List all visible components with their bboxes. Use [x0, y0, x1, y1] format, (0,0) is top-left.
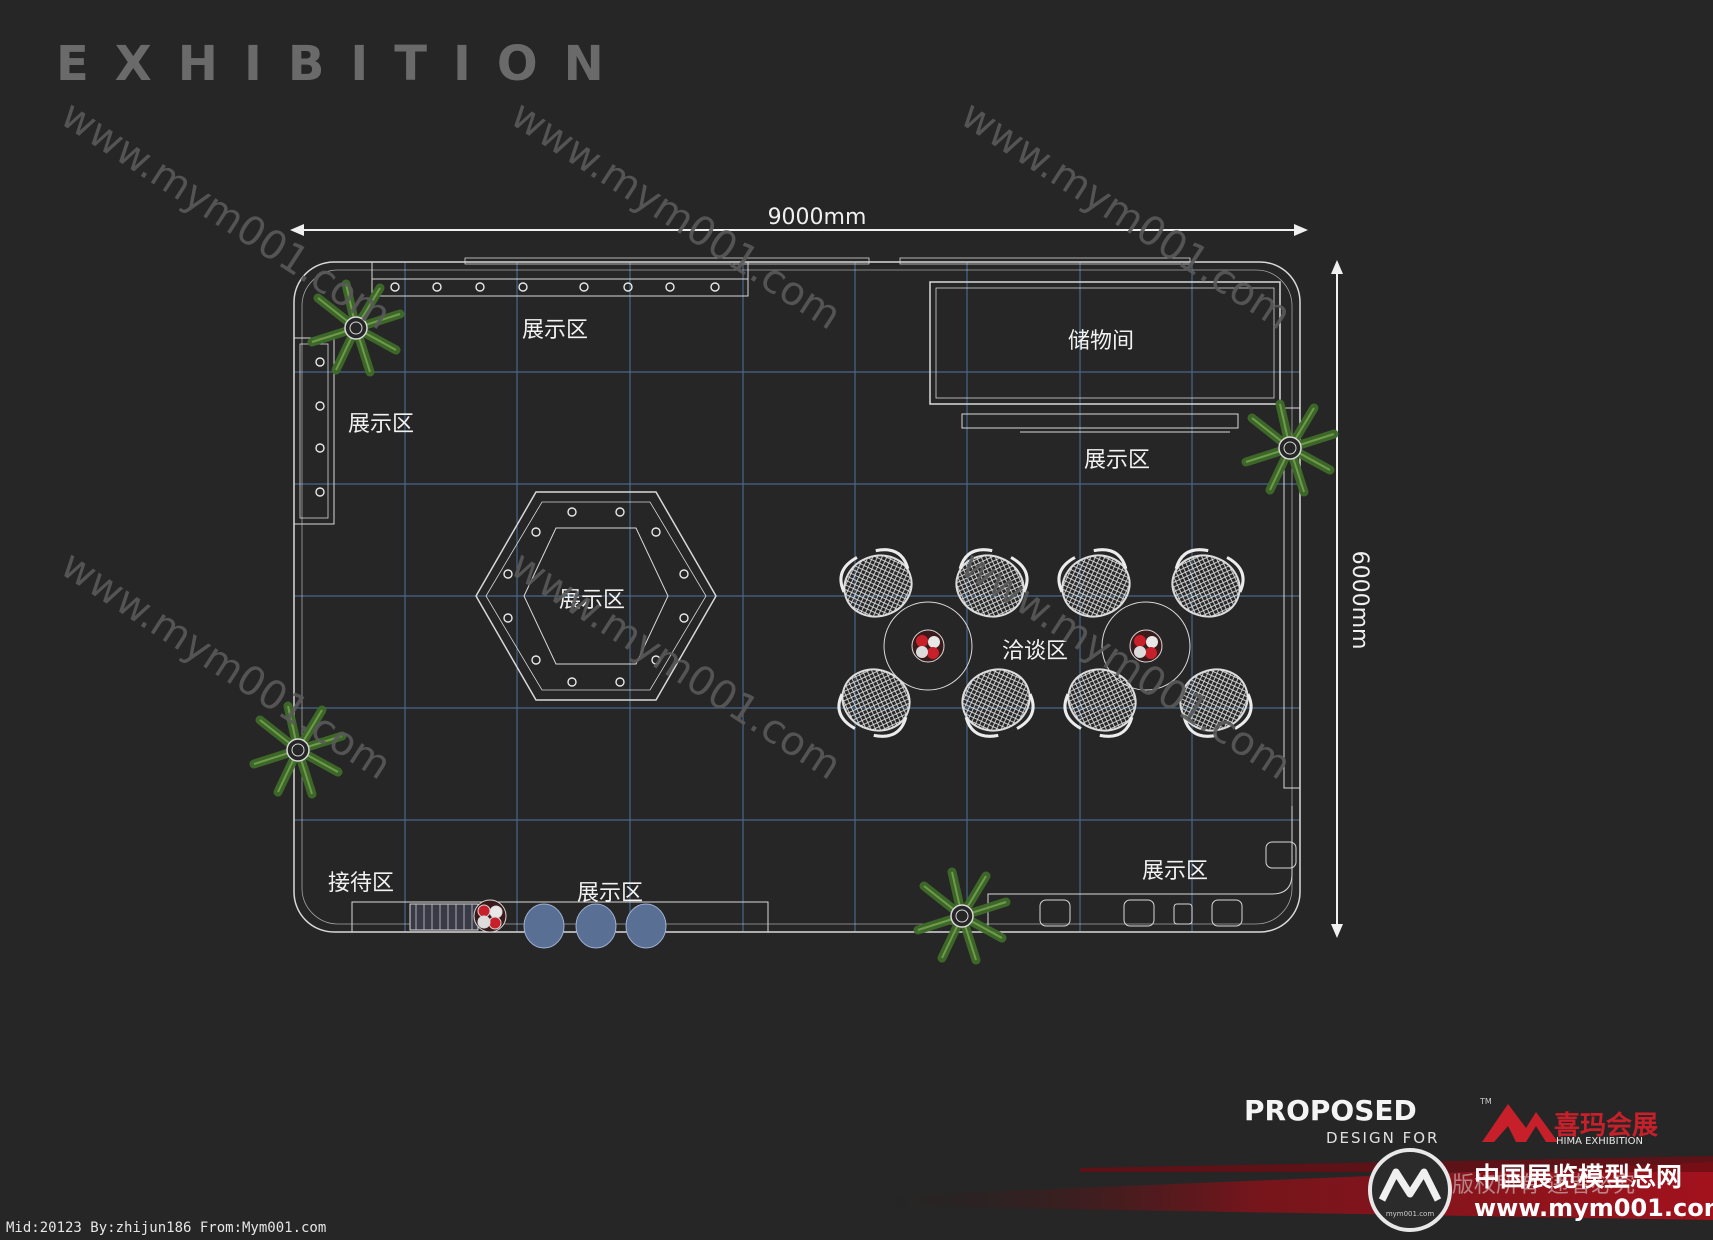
width-dimension: 9000mm: [290, 205, 1308, 236]
zone-label-display-hex: 展示区: [559, 588, 625, 613]
logo-small-text: mym001.com: [1386, 1210, 1434, 1218]
meeting-table-left: [883, 601, 973, 691]
right-display-shelf: [1283, 407, 1301, 789]
booth-boundary: [293, 261, 1301, 933]
chair: [832, 540, 922, 628]
watermark-text: www.mym001.com: [503, 542, 850, 789]
tm-mark: TM: [1479, 1097, 1492, 1106]
watermark-text: www.mym001.com: [53, 542, 400, 789]
site-url: www.mym001.com: [1474, 1194, 1713, 1222]
height-dimension: 6000mm: [1331, 260, 1372, 938]
bottom-right-counter: [987, 806, 1297, 932]
brand-cn: 喜玛会展: [1554, 1111, 1658, 1141]
zone-label-reception: 接待区: [328, 871, 394, 896]
zone-label-display-top: 展示区: [522, 318, 588, 343]
footer-meta: Mid:20123 By:zhijun186 From:Mym001.com: [6, 1220, 326, 1236]
plant-icon: [918, 872, 1006, 960]
hima-logo: TM 喜玛会展 HIMA EXHIBITION: [1479, 1097, 1658, 1147]
meeting-table-right: [1101, 601, 1191, 691]
left-display-shelf: [293, 337, 335, 525]
partial-copyright-text: 版权所有 违者必究: [1452, 1173, 1635, 1198]
height-label: 6000mm: [1347, 551, 1372, 650]
page-title: EXHIBITION: [56, 36, 630, 92]
reception-counter: [351, 899, 769, 949]
top-display-shelf: [371, 257, 1191, 297]
plant-icon: [1246, 404, 1334, 492]
zone-label-display-bottom-right: 展示区: [1142, 859, 1208, 884]
watermark-text: www.mym001.com: [53, 92, 400, 339]
zone-label-negotiation: 洽谈区: [1002, 639, 1068, 664]
zone-label-display-right: 展示区: [1084, 448, 1150, 473]
zone-label-display-left: 展示区: [348, 412, 414, 437]
chair: [1162, 540, 1252, 628]
hexagon-display: [475, 491, 717, 701]
brand-en: HIMA EXHIBITION: [1556, 1136, 1643, 1147]
flower-reception: [473, 899, 507, 933]
flower-centerpiece-left: [911, 629, 945, 663]
storage-room: [929, 281, 1281, 433]
chair: [830, 658, 920, 746]
design-for-label: DESIGN FOR: [1326, 1129, 1439, 1147]
watermark-text: www.mym001.com: [953, 92, 1300, 339]
negotiation-area: [830, 540, 1260, 746]
mym-logo: mym001.com: [1368, 1148, 1452, 1232]
width-label: 9000mm: [768, 205, 867, 230]
proposed-label: PROPOSED: [1244, 1094, 1417, 1127]
branding-block: PROPOSED DESIGN FOR TM 喜玛会展 HIMA EXHIBIT…: [880, 1094, 1713, 1232]
zone-label-storage: 储物间: [1068, 329, 1134, 354]
floor-grid: [294, 262, 1300, 932]
zone-label-display-bottom: 展示区: [577, 881, 643, 906]
site-name-cn: 中国展览模型总网: [1474, 1163, 1682, 1193]
